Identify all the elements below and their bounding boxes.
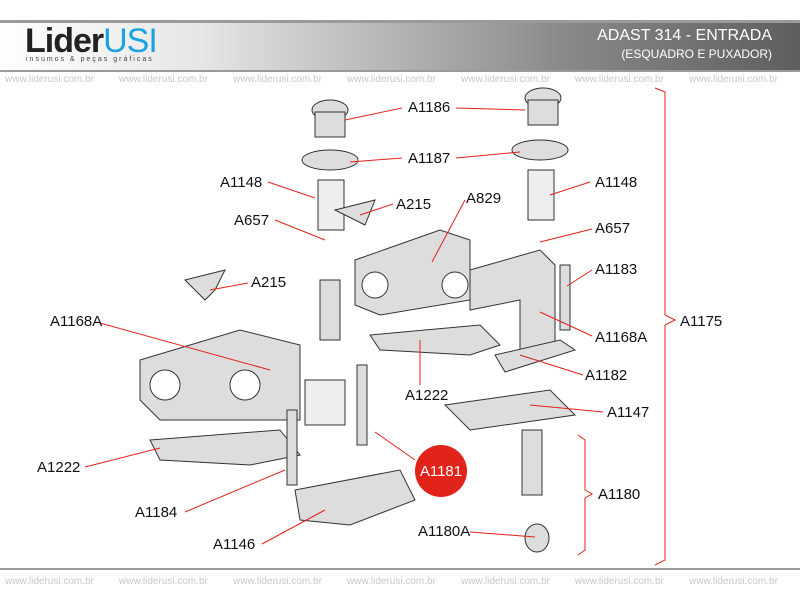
- label-a1180: A1180: [598, 486, 641, 503]
- watermark-text: www.liderusi.com.br: [119, 576, 208, 587]
- part-shaft-right: [521, 429, 543, 496]
- part-wheel: [524, 523, 550, 553]
- part-washer-right: [511, 139, 569, 161]
- watermark-text: www.liderusi.com.br: [689, 74, 778, 85]
- label-a215-left: A215: [251, 274, 287, 291]
- watermark-text: www.liderusi.com.br: [575, 576, 664, 587]
- part-bar-left: [286, 409, 298, 486]
- label-a829: A829: [466, 190, 502, 207]
- part-spring-left: [317, 179, 345, 231]
- watermark-text: www.liderusi.com.br: [5, 576, 94, 587]
- part-plate-center: [369, 324, 501, 356]
- page-title: ADAST 314 - ENTRADA: [597, 27, 772, 44]
- label-a1182: A1182: [585, 367, 628, 384]
- label-a1168a-right: A1168A: [595, 329, 648, 346]
- label-a1181: A1181: [419, 462, 463, 480]
- label-a1183: A1183: [595, 261, 638, 278]
- footer-rule: [0, 568, 800, 570]
- label-a657-right: A657: [595, 220, 631, 237]
- label-a1148-right: A1148: [595, 174, 638, 191]
- part-plate-left: [149, 429, 301, 466]
- part-bar-right: [559, 264, 571, 331]
- part-washer-left: [301, 149, 359, 171]
- label-a1146: A1146: [213, 536, 256, 553]
- label-a1222-left: A1222: [37, 459, 81, 476]
- part-bar-center: [356, 364, 368, 446]
- watermark-text: www.liderusi.com.br: [689, 576, 778, 587]
- label-a1184: A1184: [135, 504, 178, 521]
- watermark-text: www.liderusi.com.br: [233, 74, 322, 85]
- highlighted-part-a1181[interactable]: A1181: [415, 445, 467, 497]
- label-a215-top: A215: [396, 196, 432, 213]
- label-a1168a-left: A1168A: [50, 313, 103, 330]
- watermark-text: www.liderusi.com.br: [461, 576, 550, 587]
- part-spring-center: [304, 379, 346, 426]
- part-triangle-left: [184, 269, 226, 301]
- part-bracket-right-lower: [494, 339, 577, 373]
- label-a1187: A1187: [408, 150, 451, 167]
- label-a1186: A1186: [408, 99, 451, 116]
- page-subtitle: (ESQUADRO E PUXADOR): [621, 47, 772, 61]
- label-a1222-center: A1222: [405, 387, 449, 404]
- watermark-text: www.liderusi.com.br: [347, 576, 436, 587]
- watermark-text: www.liderusi.com.br: [347, 74, 436, 85]
- header-band: [0, 20, 800, 72]
- leader-lines: [84, 87, 677, 566]
- part-plate-right: [443, 389, 577, 431]
- watermark-text: www.liderusi.com.br: [119, 74, 208, 85]
- part-plate-bottom: [294, 469, 416, 526]
- watermark-text: www.liderusi.com.br: [233, 576, 322, 587]
- part-block-left: [139, 329, 301, 421]
- watermark-text: www.liderusi.com.br: [461, 74, 550, 85]
- logo: LiderUSI: [25, 22, 158, 60]
- watermark-text: www.liderusi.com.br: [5, 74, 94, 85]
- label-a1180a: A1180A: [418, 523, 471, 540]
- part-shaft: [319, 279, 341, 341]
- label-a657-left: A657: [234, 212, 270, 229]
- watermark-text: www.liderusi.com.br: [575, 74, 664, 85]
- logo-tagline: insumos & peças gráficas: [26, 56, 154, 63]
- label-a1148-left: A1148: [220, 174, 263, 191]
- label-a1147: A1147: [607, 404, 650, 421]
- part-triangle-top: [333, 199, 376, 226]
- label-a1175: A1175: [680, 313, 723, 330]
- part-spring-right: [527, 169, 555, 221]
